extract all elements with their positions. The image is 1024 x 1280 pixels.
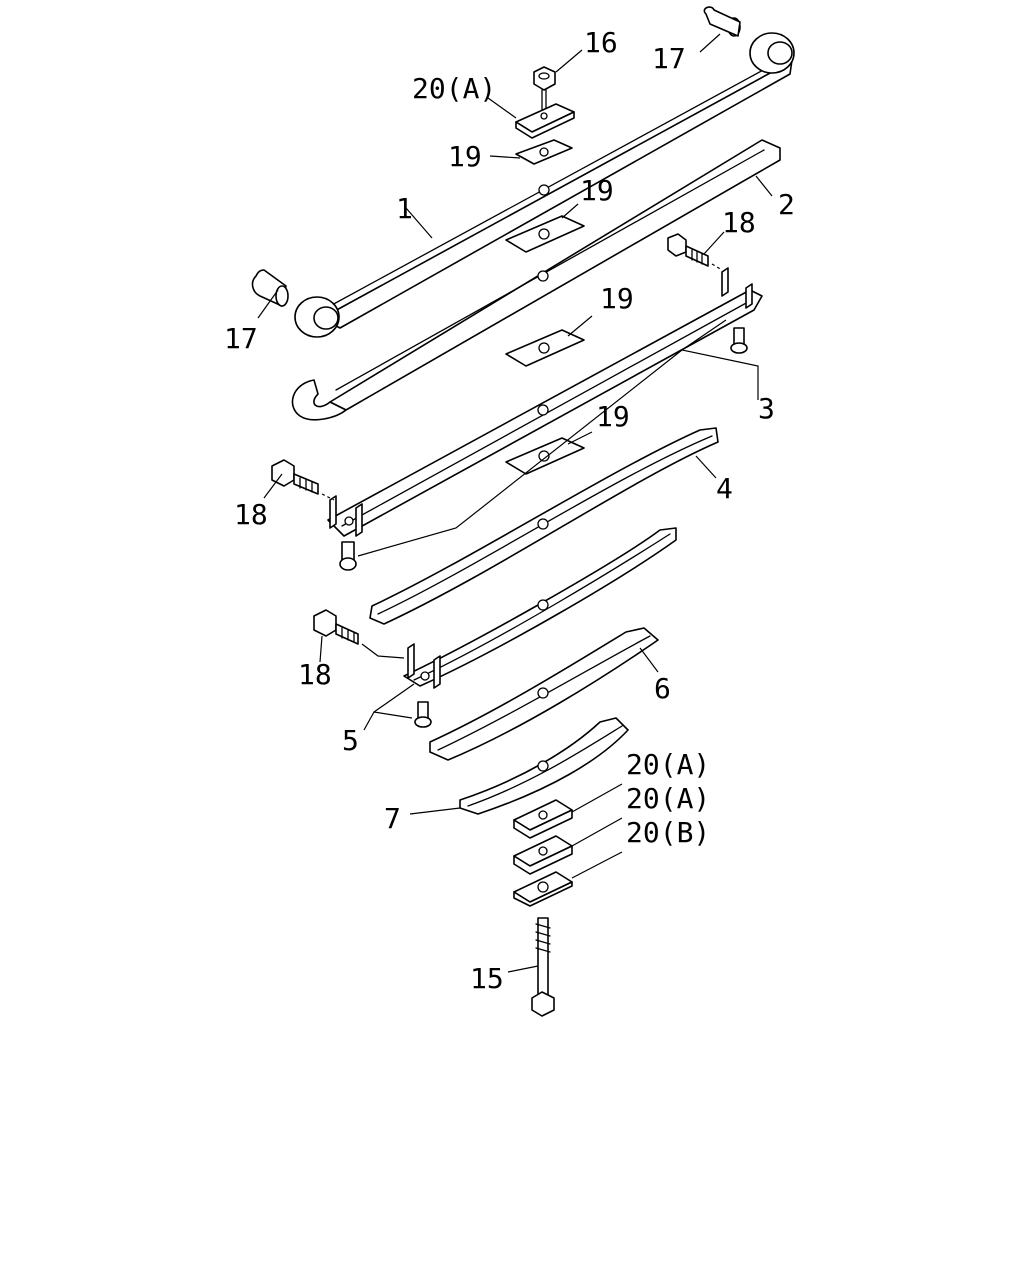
leaf-7 bbox=[459, 717, 629, 815]
bushing-17-top bbox=[703, 6, 741, 37]
pad-19-b bbox=[505, 215, 585, 253]
label-20b: 20(B) bbox=[626, 816, 710, 849]
label-19-d: 19 bbox=[596, 400, 630, 433]
pad-19-d bbox=[505, 437, 585, 475]
label-2: 2 bbox=[778, 188, 795, 221]
leaf-1 bbox=[294, 32, 795, 338]
pad-19-c bbox=[505, 329, 585, 367]
leaf-4 bbox=[369, 427, 719, 625]
label-20a-top: 20(A) bbox=[412, 72, 496, 105]
plate-20a-1 bbox=[513, 799, 573, 839]
label-5: 5 bbox=[342, 724, 359, 757]
leaf-5 bbox=[403, 527, 677, 689]
leaf-3 bbox=[327, 267, 763, 537]
leader-lines bbox=[257, 33, 773, 973]
label-18-c: 18 bbox=[298, 658, 332, 691]
pad-19-a bbox=[515, 139, 573, 165]
label-1: 1 bbox=[396, 192, 413, 225]
label-6: 6 bbox=[654, 672, 671, 705]
leaf-2 bbox=[291, 139, 781, 421]
bolt-18-c bbox=[313, 609, 405, 659]
leaf-6 bbox=[429, 627, 659, 761]
bolt-18-b bbox=[271, 459, 335, 501]
label-19-c: 19 bbox=[600, 282, 634, 315]
label-7: 7 bbox=[384, 802, 401, 835]
label-17-left: 17 bbox=[224, 322, 258, 355]
label-20a-2: 20(A) bbox=[626, 782, 710, 815]
label-19-b: 19 bbox=[580, 174, 614, 207]
label-19-a: 19 bbox=[448, 140, 482, 173]
label-18-b: 18 bbox=[234, 498, 268, 531]
callout-labels: 16 17 20(A) 19 1 19 2 18 17 19 3 19 4 18… bbox=[224, 26, 795, 995]
bushing-17-left bbox=[251, 269, 289, 307]
label-4: 4 bbox=[716, 472, 733, 505]
plate-20b bbox=[513, 871, 573, 907]
label-15: 15 bbox=[470, 962, 504, 995]
rivet-5 bbox=[414, 701, 432, 728]
label-18-a: 18 bbox=[722, 206, 756, 239]
rivet-3-right bbox=[730, 327, 748, 354]
center-bolt-15 bbox=[531, 917, 555, 1017]
nut-16 bbox=[533, 66, 556, 113]
label-3: 3 bbox=[758, 392, 775, 425]
bolt-18-a bbox=[667, 233, 723, 271]
label-16: 16 bbox=[584, 26, 618, 59]
rivet-3-left bbox=[339, 541, 357, 571]
plate-20a-2 bbox=[513, 835, 573, 875]
label-20a-1: 20(A) bbox=[626, 748, 710, 781]
label-17-top: 17 bbox=[652, 42, 686, 75]
plate-20a-top bbox=[515, 103, 575, 139]
